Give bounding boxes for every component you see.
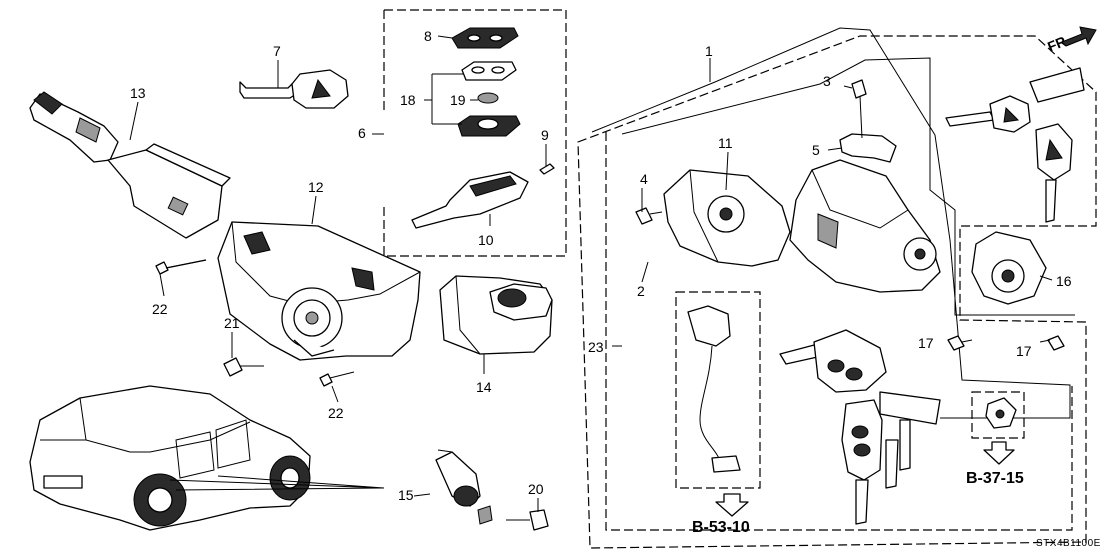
- ref-arrow-b53-icon: [715, 493, 749, 517]
- callout-1: 1: [705, 43, 713, 59]
- group-boundaries: [383, 9, 1097, 549]
- callout-20: 20: [528, 481, 544, 497]
- keys-set-top: [945, 67, 1085, 223]
- diagram-code: STX4B1100E: [1036, 538, 1101, 549]
- callout-13: 13: [130, 85, 146, 101]
- callout-8: 8: [424, 28, 432, 44]
- screws-left: [155, 259, 355, 387]
- bolt-4: [635, 207, 663, 225]
- assembly-2-outline: [605, 132, 1073, 531]
- callout-18: 18: [400, 92, 416, 108]
- transmitter-group: [411, 27, 555, 229]
- bolt-21: [223, 357, 243, 377]
- callout-2: 2: [637, 283, 645, 299]
- sensor-box: [675, 291, 761, 489]
- key-cylinder-16: [971, 231, 1047, 305]
- cable-reel-12: [217, 221, 421, 361]
- screws-17: [947, 335, 1065, 351]
- callout-5: 5: [812, 142, 820, 158]
- callouts: 1 2 3 4 5 6 7 8 9 10 11 12 13 14 15 16 1…: [130, 28, 1072, 503]
- callout-12: 12: [308, 179, 324, 195]
- reference-b-53-10[interactable]: B-53-10: [692, 519, 750, 536]
- key-group-box: [383, 9, 567, 257]
- callout-21: 21: [224, 315, 240, 331]
- battery-19: [477, 92, 499, 104]
- callout-7: 7: [273, 43, 281, 59]
- callout-11: 11: [718, 135, 733, 151]
- bolt-20: [506, 509, 549, 531]
- door-switch-15: [435, 449, 493, 525]
- callout-4: 4: [640, 171, 648, 187]
- bracket-5: [839, 133, 897, 163]
- callout-23: 23: [588, 339, 604, 355]
- orientation-label: FR.: [1045, 31, 1072, 54]
- front-arrow: FR.: [1045, 26, 1097, 55]
- screw-22-upper: [155, 259, 207, 275]
- callout-17-right: 17: [1016, 343, 1032, 359]
- assembly-23-outline: [577, 35, 1097, 549]
- key-blank-7: [239, 69, 349, 109]
- callout-17-left: 17: [918, 335, 934, 351]
- combination-switch-13: [29, 91, 231, 239]
- lock-cylinder: [985, 397, 1017, 429]
- callout-6: 6: [358, 125, 366, 141]
- front-arrow-icon: [1061, 26, 1097, 47]
- bolt-3: [851, 79, 867, 99]
- immobilizer-sensor: [687, 305, 741, 473]
- vehicle: [29, 385, 311, 531]
- rubber-pad-18: [461, 61, 517, 81]
- callout-22-upper: 22: [152, 301, 168, 317]
- transmitter-cover-8: [451, 27, 519, 49]
- assembly-inner-outline: [621, 57, 1075, 316]
- callout-14: 14: [476, 379, 492, 395]
- reference-b-37-15[interactable]: B-37-15: [966, 470, 1024, 487]
- ignition-switch-11: [663, 169, 791, 267]
- cylinder-box: [971, 391, 1025, 439]
- callout-22-lower: 22: [328, 405, 344, 421]
- callout-10: 10: [478, 232, 494, 248]
- callout-16: 16: [1056, 273, 1072, 289]
- callout-19: 19: [450, 92, 466, 108]
- keys-set-bottom: [779, 329, 941, 525]
- screw-22-lower: [319, 373, 333, 387]
- assembly-1-outline: [591, 27, 1071, 419]
- callout-15: 15: [398, 487, 414, 503]
- leader-lines: [129, 35, 1053, 512]
- callout-9: 9: [541, 127, 549, 143]
- screw-9: [539, 163, 555, 175]
- steering-lock: [789, 79, 941, 293]
- callout-3: 3: [823, 73, 831, 89]
- switch-unit-14: [439, 275, 553, 355]
- ref-arrow-b37-icon: [983, 441, 1015, 465]
